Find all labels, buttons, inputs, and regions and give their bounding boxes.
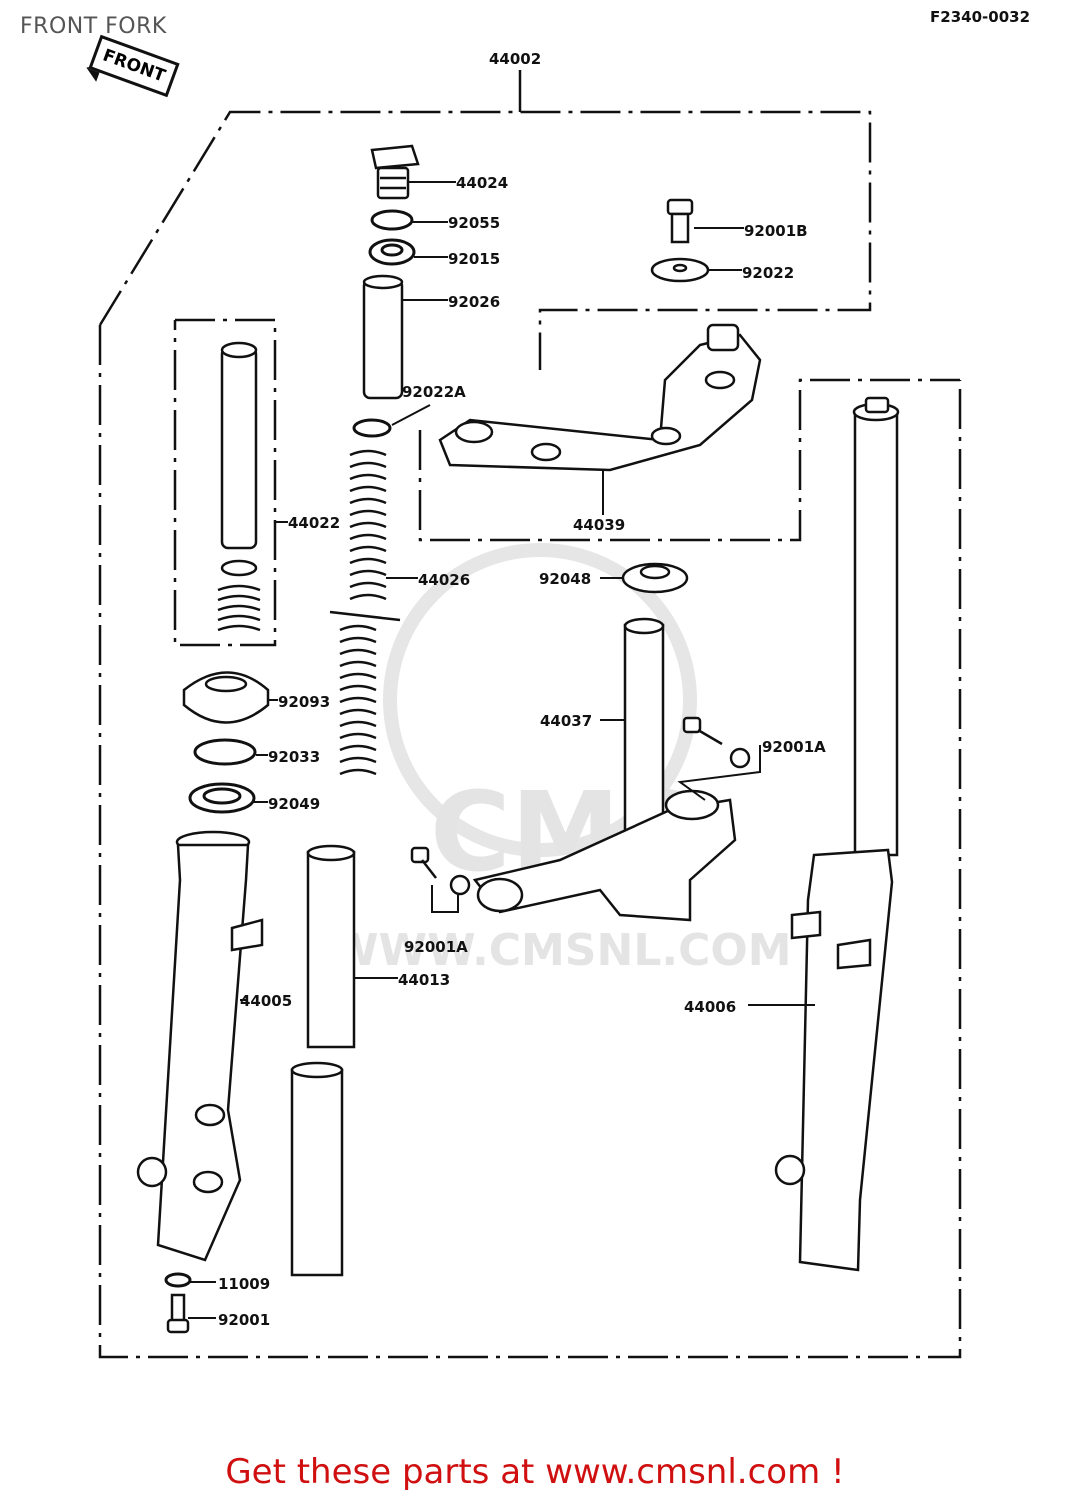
label-92022: 92022 — [742, 264, 794, 282]
cap-bolt-part — [370, 144, 420, 200]
label-11009: 11009 — [218, 1275, 270, 1293]
label-44005: 44005 — [240, 992, 292, 1010]
o-ring-part — [370, 209, 414, 231]
label-92033: 92033 — [268, 748, 320, 766]
label-44024: 44024 — [456, 174, 508, 192]
assembly-boundary — [98, 110, 962, 1359]
dust-seal-part — [182, 671, 270, 724]
upper-bracket-part — [438, 323, 762, 472]
label-92001a-lower: 92001A — [404, 938, 468, 956]
diagram-code: F2340-0032 — [930, 8, 1030, 26]
spring-part — [329, 449, 401, 776]
bolt-b-part — [666, 198, 694, 244]
footer-cta-link[interactable]: Get these parts at www.cmsnl.com ! — [225, 1452, 845, 1492]
bolt-part — [166, 1293, 190, 1334]
gasket-part — [164, 1272, 192, 1288]
label-92048: 92048 — [539, 570, 591, 588]
label-44002: 44002 — [489, 50, 541, 68]
parts-diagram: CMS WWW.CMSNL.COM — [98, 50, 962, 1359]
cylinder-unit-part — [217, 341, 261, 632]
label-92001: 92001 — [218, 1311, 270, 1329]
label-44026: 44026 — [418, 571, 470, 589]
collar-part — [368, 238, 416, 266]
label-92026: 92026 — [448, 293, 500, 311]
inner-tube-part — [290, 844, 356, 1277]
outer-tube-right-part — [774, 396, 900, 1272]
watermark-url: WWW.CMSNL.COM — [330, 925, 792, 976]
label-92001b: 92001B — [744, 222, 808, 240]
label-44039: 44039 — [573, 516, 625, 534]
label-44022: 44022 — [288, 514, 340, 532]
washer-a-part — [352, 418, 392, 438]
watermark: CMS WWW.CMSNL.COM — [330, 543, 792, 976]
label-44037: 44037 — [540, 712, 592, 730]
outer-tube-left-part — [136, 830, 264, 1262]
label-92001a-right: 92001A — [762, 738, 826, 756]
label-92093: 92093 — [278, 693, 330, 711]
circlip-part — [193, 738, 257, 766]
bolt-a-lower-part — [410, 846, 471, 896]
label-92055: 92055 — [448, 214, 500, 232]
oil-seal-part — [188, 782, 256, 814]
label-92049: 92049 — [268, 795, 320, 813]
label-92015: 92015 — [448, 250, 500, 268]
label-92022a: 92022A — [402, 383, 466, 401]
stem-nut-part — [621, 562, 689, 594]
washer-part — [650, 257, 710, 283]
label-44006: 44006 — [684, 998, 736, 1016]
page-title: FRONT FORK — [20, 14, 167, 39]
bolt-a-right-part — [682, 716, 751, 769]
stem-bracket-part — [472, 617, 737, 922]
pipe-part — [362, 274, 404, 400]
label-44013: 44013 — [398, 971, 450, 989]
